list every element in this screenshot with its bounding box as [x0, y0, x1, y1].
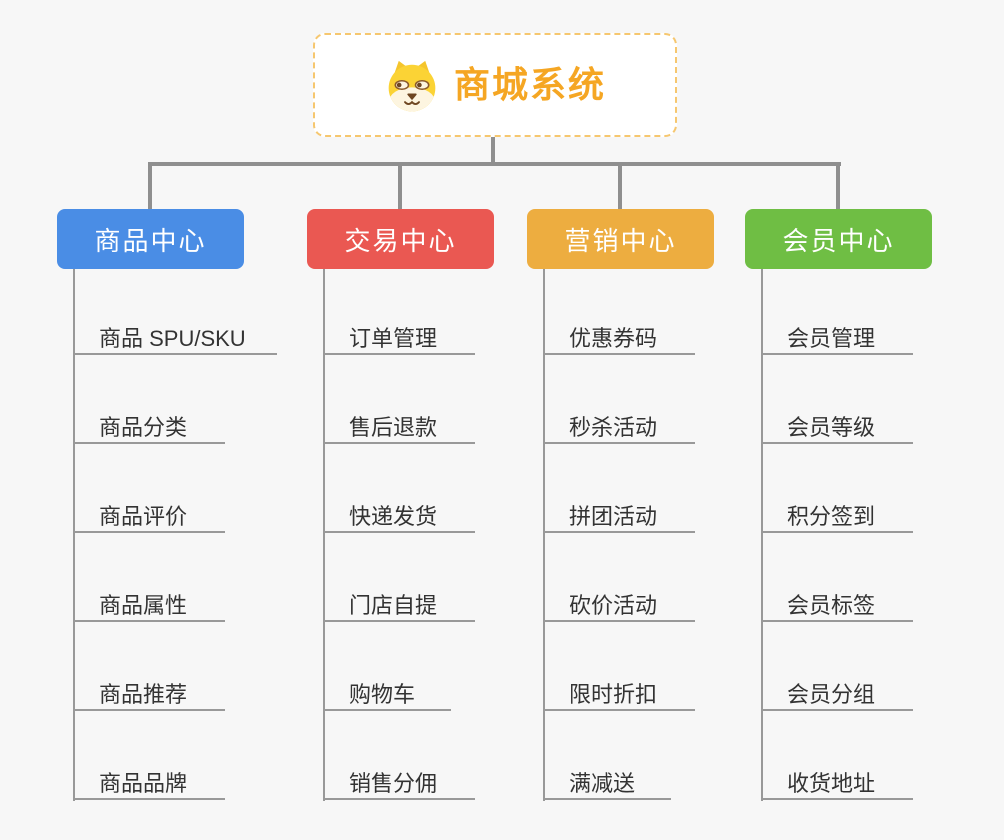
- branch-label: 会员中心: [782, 225, 895, 256]
- connector-drop-1: [148, 166, 152, 209]
- branch-label: 交易中心: [344, 225, 457, 256]
- leaf-item[interactable]: 订单管理: [323, 319, 475, 355]
- leaf-item[interactable]: 砍价活动: [543, 586, 695, 622]
- leaf-item[interactable]: 会员等级: [761, 408, 913, 444]
- branch-trunk-line: [73, 269, 75, 801]
- leaf-item[interactable]: 售后退款: [323, 408, 475, 444]
- leaf-item[interactable]: 积分签到: [761, 497, 913, 533]
- connector-root-stem: [491, 137, 495, 164]
- leaf-item[interactable]: 门店自提: [323, 586, 475, 622]
- connector-drop-3: [618, 166, 622, 209]
- branch-label: 商品中心: [94, 225, 207, 256]
- leaf-item[interactable]: 商品分类: [73, 408, 225, 444]
- connector-drop-2: [398, 166, 402, 209]
- leaf-item[interactable]: 会员管理: [761, 319, 913, 355]
- branch-node-trade[interactable]: 交易中心: [307, 209, 494, 269]
- leaf-item[interactable]: 销售分佣: [323, 764, 475, 800]
- connector-drop-4: [836, 166, 840, 209]
- leaf-item[interactable]: 商品品牌: [73, 764, 225, 800]
- branch-column-members: 会员中心 会员管理 会员等级 积分签到 会员标签 会员分组 收货地址: [745, 209, 985, 801]
- branch-trunk-line: [543, 269, 545, 801]
- leaf-item[interactable]: 拼团活动: [543, 497, 695, 533]
- leaf-item[interactable]: 优惠券码: [543, 319, 695, 355]
- branch-label: 营销中心: [564, 225, 677, 256]
- dog-face-icon: [388, 60, 436, 112]
- connector-bus: [148, 162, 841, 166]
- branch-column-marketing: 营销中心 优惠券码 秒杀活动 拼团活动 砍价活动 限时折扣 满减送: [527, 209, 767, 801]
- leaf-item[interactable]: 收货地址: [761, 764, 913, 800]
- leaf-item[interactable]: 商品推荐: [73, 675, 225, 711]
- branch-node-products[interactable]: 商品中心: [57, 209, 244, 269]
- leaf-item[interactable]: 商品 SPU/SKU: [73, 319, 277, 355]
- leaf-item[interactable]: 快递发货: [323, 497, 475, 533]
- leaf-item[interactable]: 商品评价: [73, 497, 225, 533]
- root-node[interactable]: 商城系统: [313, 33, 677, 137]
- leaf-item[interactable]: 购物车: [323, 675, 451, 711]
- branch-trunk-line: [761, 269, 763, 801]
- root-title: 商城系统: [453, 64, 606, 105]
- leaf-item[interactable]: 秒杀活动: [543, 408, 695, 444]
- leaf-item[interactable]: 商品属性: [73, 586, 225, 622]
- leaf-item[interactable]: 会员分组: [761, 675, 913, 711]
- leaf-item[interactable]: 会员标签: [761, 586, 913, 622]
- leaf-item[interactable]: 满减送: [543, 764, 671, 800]
- branch-node-members[interactable]: 会员中心: [745, 209, 932, 269]
- branch-trunk-line: [323, 269, 325, 801]
- branch-column-trade: 交易中心 订单管理 售后退款 快递发货 门店自提 购物车 销售分佣: [307, 209, 547, 801]
- branch-node-marketing[interactable]: 营销中心: [527, 209, 714, 269]
- leaf-item[interactable]: 限时折扣: [543, 675, 695, 711]
- branch-column-products: 商品中心 商品 SPU/SKU 商品分类 商品评价 商品属性 商品推荐 商品品牌: [57, 209, 297, 801]
